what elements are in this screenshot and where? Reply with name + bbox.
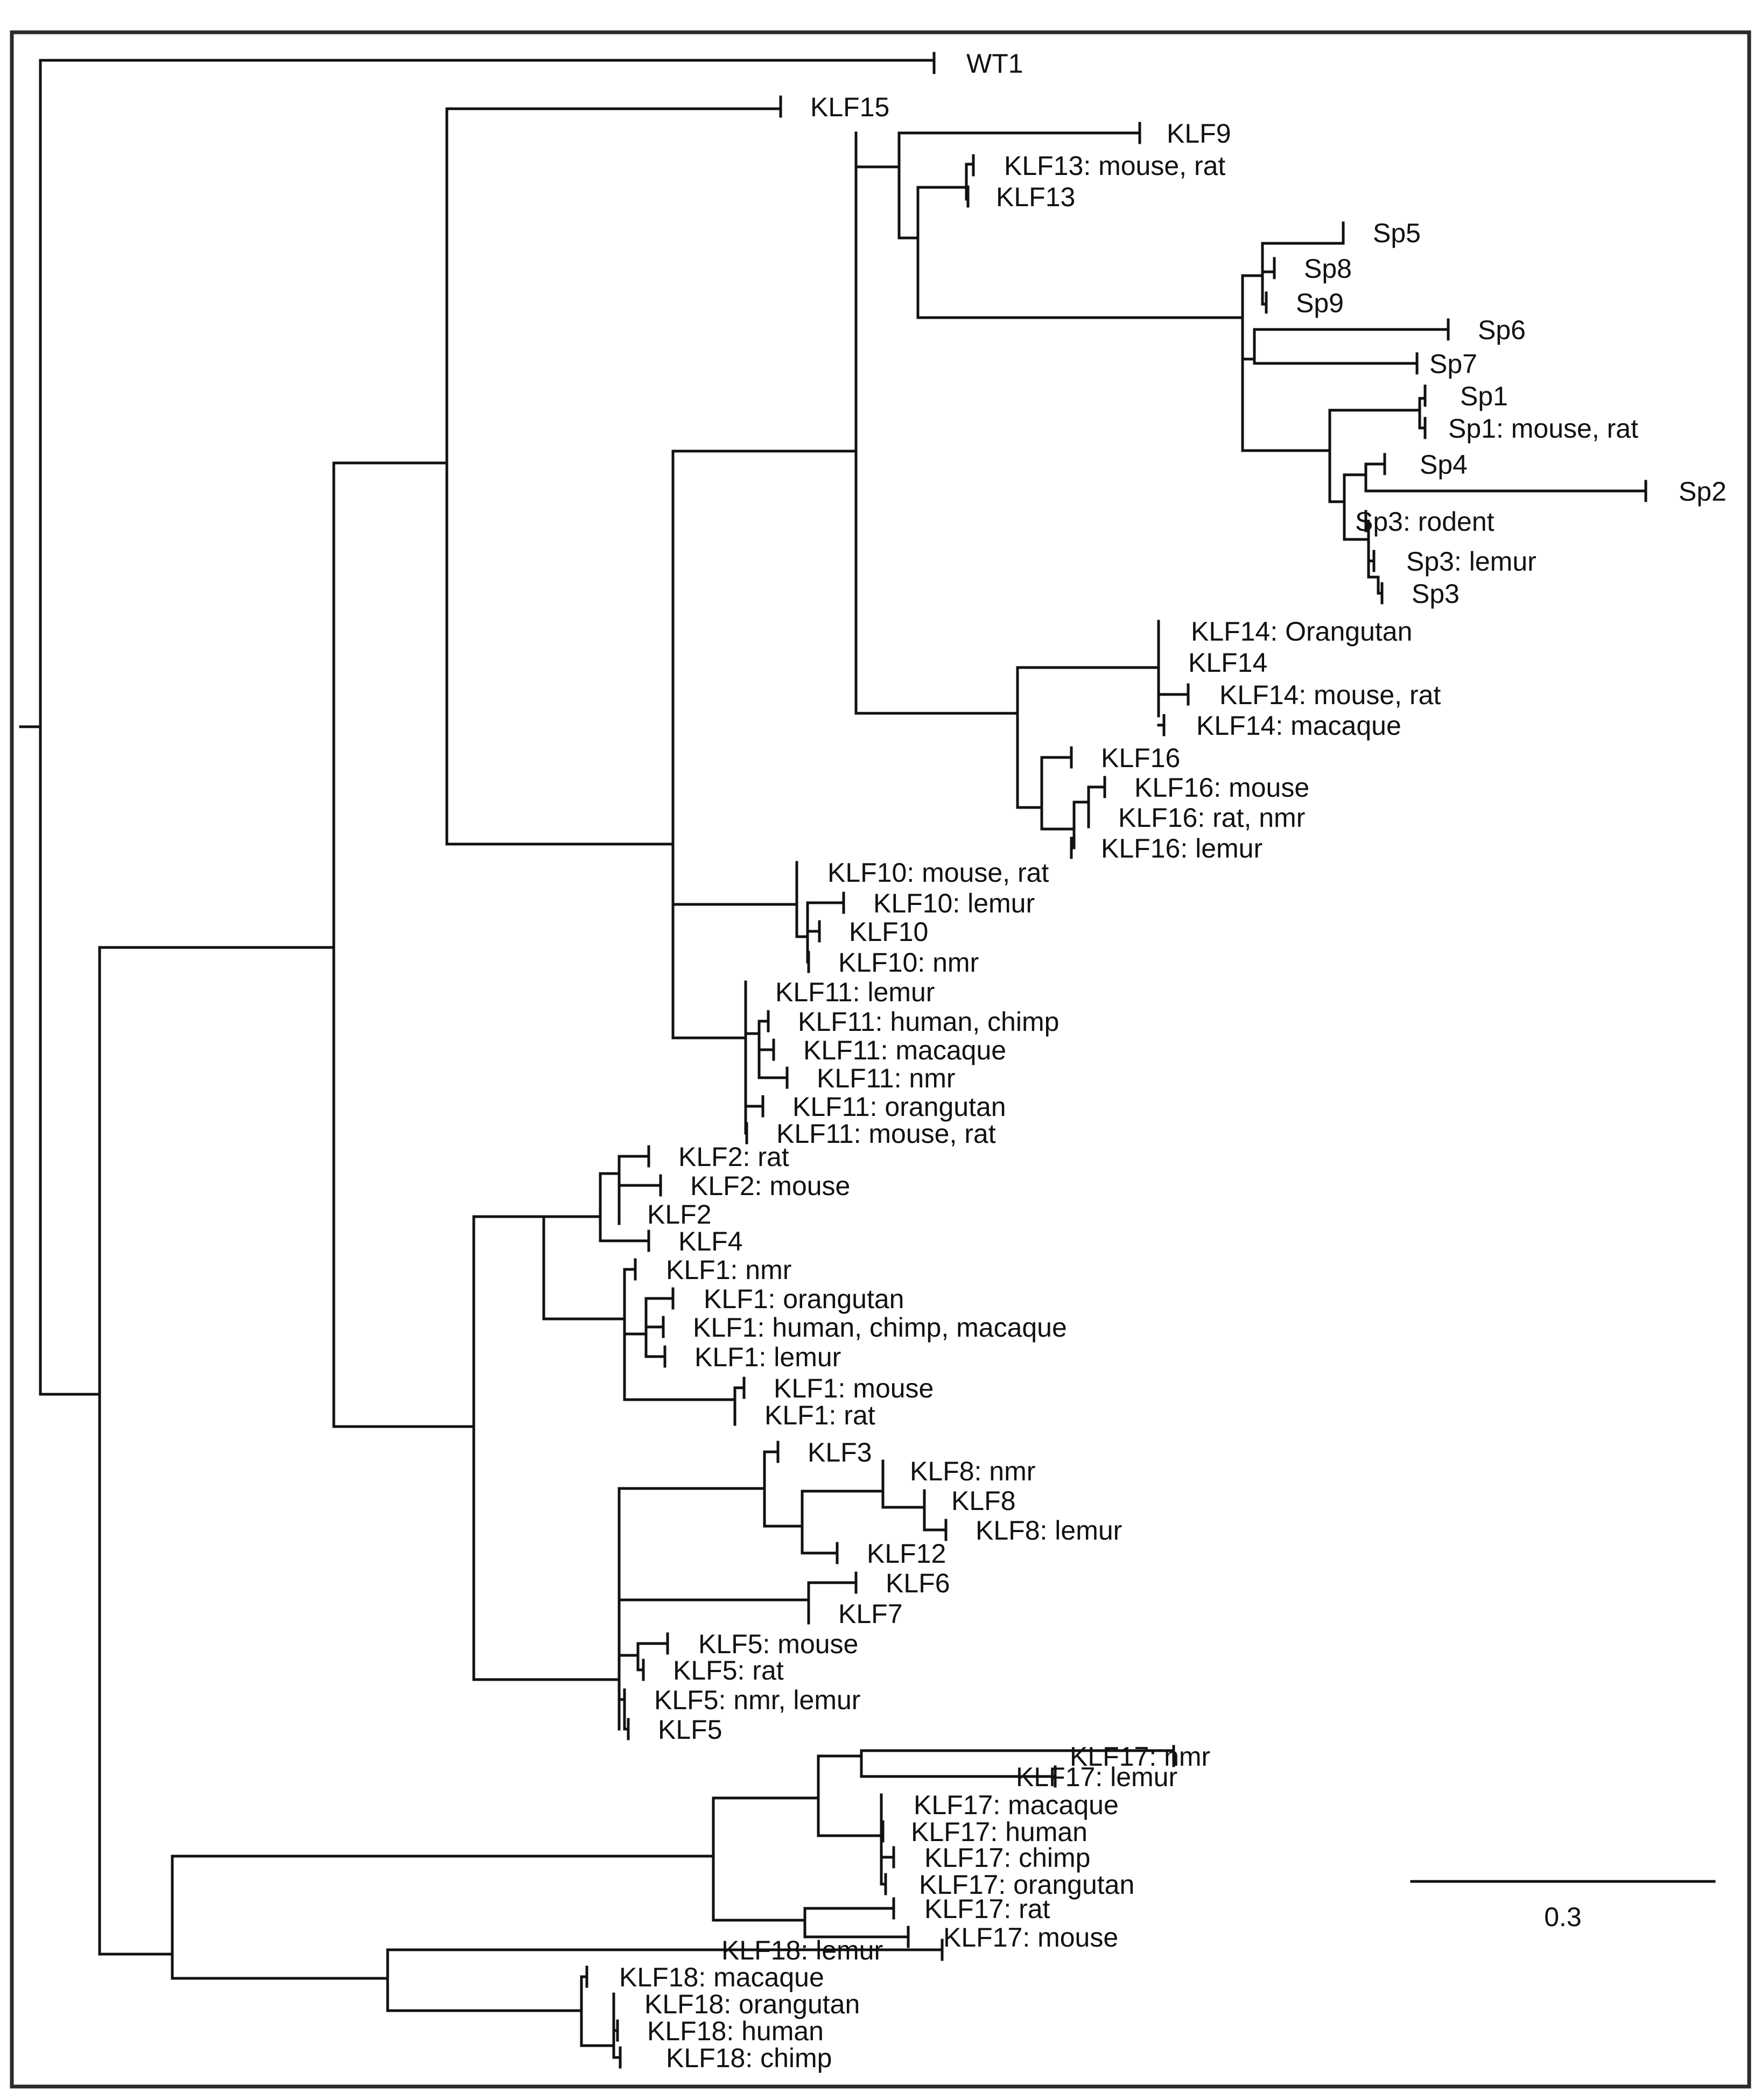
leaf-label-klf8-n: KLF8: nmr xyxy=(910,1456,1035,1486)
tree-branches xyxy=(19,59,1647,2059)
leaf-label-klf13: KLF13 xyxy=(996,182,1075,212)
leaf-label-sp2: Sp2 xyxy=(1679,476,1727,507)
leaf-label-klf17-n: KLF17: nmr xyxy=(1070,1741,1210,1772)
leaf-label-sp5: Sp5 xyxy=(1373,218,1421,248)
leaf-label-klf8-l: KLF8: lemur xyxy=(976,1515,1122,1546)
leaf-label-sp1: Sp1 xyxy=(1460,381,1508,411)
leaf-label-klf11-or: KLF11: orangutan xyxy=(792,1092,1006,1122)
leaf-label-klf1-l: KLF1: lemur xyxy=(694,1342,841,1372)
leaf-label-klf2: KLF2 xyxy=(647,1199,712,1230)
leaf-label-klf11-hc: KLF11: human, chimp xyxy=(798,1007,1059,1037)
leaf-label-klf10: KLF10 xyxy=(849,917,928,947)
leaf-label-klf18-c: KLF18: chimp xyxy=(666,2043,832,2073)
leaf-label-klf1-m: KLF1: mouse xyxy=(774,1373,934,1403)
leaf-label-wt1: WT1 xyxy=(966,48,1023,79)
leaf-label-klf8: KLF8 xyxy=(951,1486,1016,1516)
leaf-label-sp6: Sp6 xyxy=(1478,315,1526,345)
leaf-label-sp7: Sp7 xyxy=(1429,349,1477,379)
figure-frame xyxy=(10,30,1751,2089)
leaf-label-klf5: KLF5 xyxy=(658,1715,722,1745)
leaf-label-klf16-m: KLF16: mouse xyxy=(1134,772,1309,803)
leaf-label-klf10-l: KLF10: lemur xyxy=(873,888,1035,918)
leaf-label-klf17-or: KLF17: orangutan xyxy=(919,1870,1134,1900)
leaf-label-klf16: KLF16 xyxy=(1101,743,1180,773)
leaf-label-klf2-r: KLF2: rat xyxy=(678,1142,789,1172)
leaf-label-klf6: KLF6 xyxy=(886,1568,950,1598)
leaf-label-klf12: KLF12 xyxy=(867,1539,946,1569)
leaf-label-sp3: Sp3 xyxy=(1412,579,1460,609)
leaf-label-klf10-mr: KLF10: mouse, rat xyxy=(827,858,1049,888)
leaf-label-klf17-mac: KLF17: macaque xyxy=(914,1790,1119,1820)
leaf-label-klf15: KLF15 xyxy=(810,92,889,122)
leaf-label-sp4: Sp4 xyxy=(1420,450,1468,480)
leaf-label-klf4: KLF4 xyxy=(678,1226,743,1256)
leaf-label-klf2-m: KLF2: mouse xyxy=(690,1171,850,1201)
leaf-label-klf16-l: KLF16: lemur xyxy=(1101,833,1262,863)
leaf-label-klf5-m: KLF5: mouse xyxy=(698,1629,858,1659)
leaf-label-klf1-or: KLF1: orangutan xyxy=(704,1284,904,1314)
leaf-label-klf7: KLF7 xyxy=(838,1599,903,1629)
leaf-label-klf11-n: KLF11: nmr xyxy=(817,1063,956,1093)
leaf-label-klf17-c: KLF17: chimp xyxy=(924,1843,1090,1873)
leaf-label-klf17-m: KLF17: mouse xyxy=(943,1922,1118,1952)
leaf-label-klf1-hcm: KLF1: human, chimp, macaque xyxy=(693,1312,1067,1343)
leaf-label-klf17-h: KLF17: human xyxy=(911,1817,1088,1847)
leaf-label-klf11-l: KLF11: lemur xyxy=(775,977,935,1007)
leaf-label-klf18-or: KLF18: orangutan xyxy=(644,1989,860,2019)
leaf-label-klf18-mac: KLF18: macaque xyxy=(619,1962,824,1992)
leaf-label-klf18-h: KLF18: human xyxy=(647,2016,824,2046)
leaf-label-klf11-mr: KLF11: mouse, rat xyxy=(776,1119,996,1149)
leaf-label-sp3-lem: Sp3: lemur xyxy=(1406,546,1537,577)
leaf-label-klf16-rn: KLF16: rat, nmr xyxy=(1118,803,1305,833)
leaf-label-klf14-mac: KLF14: macaque xyxy=(1196,711,1401,741)
leaf-label-klf1-r: KLF1: rat xyxy=(764,1400,875,1430)
leaf-label-klf10-n: KLF10: nmr xyxy=(838,947,979,978)
leaf-label-klf3: KLF3 xyxy=(808,1437,872,1467)
leaf-label-klf1-n: KLF1: nmr xyxy=(666,1255,791,1285)
scale-bar-label: 0.3 xyxy=(1544,1902,1582,1932)
leaf-label-klf5-r: KLF5: rat xyxy=(673,1655,784,1685)
leaf-label-klf14-or: KLF14: Orangutan xyxy=(1191,616,1412,647)
leaf-label-sp8: Sp8 xyxy=(1304,254,1352,284)
leaf-label-sp3-rod: Sp3: rodent xyxy=(1355,507,1495,537)
leaf-label-sp1-mr: Sp1: mouse, rat xyxy=(1448,413,1638,444)
leaf-label-klf17-r: KLF17: rat xyxy=(924,1894,1050,1924)
leaf-label-klf9: KLF9 xyxy=(1167,118,1231,149)
leaf-label-klf17-l: KLF17: lemur xyxy=(1016,1762,1177,1792)
leaf-label-klf14: KLF14 xyxy=(1188,648,1267,678)
leaf-label-klf13-mr: KLF13: mouse, rat xyxy=(1004,151,1225,181)
leaf-label-klf5-nl: KLF5: nmr, lemur xyxy=(654,1685,860,1715)
scale-bar: 0.3 xyxy=(1410,1880,1716,1932)
leaf-label-klf11-mac: KLF11: macaque xyxy=(803,1035,1006,1065)
leaf-label-sp9: Sp9 xyxy=(1296,288,1344,318)
leaf-label-klf14-mr: KLF14: mouse, rat xyxy=(1219,680,1441,710)
leaf-label-klf18-l: KLF18: lemur xyxy=(721,1935,883,1965)
